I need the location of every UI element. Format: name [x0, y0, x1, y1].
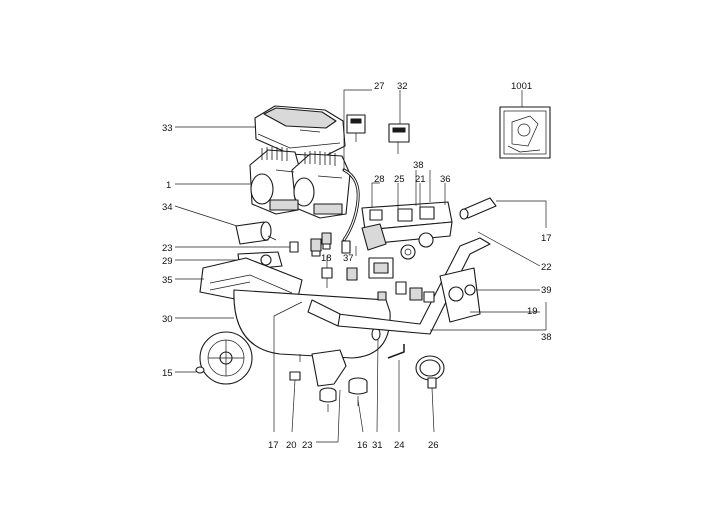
leader-lines [174, 89, 547, 443]
callout-31: 31 [372, 440, 383, 451]
callout-17-bottom: 17 [268, 440, 279, 451]
callout-labels: 33 1 34 23 29 35 30 15 27 32 1001 38 28 … [162, 81, 552, 451]
part-capacitor [235, 221, 277, 245]
part-pump-cover [254, 105, 346, 157]
callout-26: 26 [428, 440, 439, 451]
part-relay-32 [388, 123, 410, 154]
part-bracket [439, 267, 481, 323]
callout-24: 24 [394, 440, 405, 451]
callout-28: 28 [374, 174, 385, 185]
part-detail-inset-1001 [499, 106, 551, 159]
part-check-valve [321, 267, 333, 288]
callout-15: 15 [162, 368, 173, 379]
part-pressure-switch [368, 257, 394, 279]
callout-23-upper: 23 [162, 243, 173, 254]
callout-35: 35 [162, 275, 173, 286]
callout-32: 32 [397, 81, 408, 92]
callout-25: 25 [394, 174, 405, 185]
part-wheel [195, 331, 253, 385]
callout-16: 16 [357, 440, 368, 451]
callout-23-lower: 23 [302, 440, 313, 451]
callout-30: 30 [162, 314, 173, 325]
callout-34: 34 [162, 202, 173, 213]
callout-33: 33 [162, 123, 173, 134]
part-compressor-pump [249, 147, 351, 219]
part-power-cord [415, 355, 445, 389]
callout-27: 27 [374, 81, 385, 92]
part-hose-line [342, 168, 360, 242]
callout-1001: 1001 [511, 81, 532, 92]
callout-22: 22 [541, 262, 552, 273]
callout-39: 39 [541, 285, 552, 296]
part-foot-bracket [311, 349, 347, 387]
callout-17-right: 17 [541, 233, 552, 244]
part-bent-pipe [387, 344, 405, 359]
callout-20: 20 [286, 440, 297, 451]
callout-21: 21 [415, 174, 426, 185]
part-drain-valve [289, 371, 301, 381]
part-rubber-foot-2 [348, 377, 368, 406]
callout-18: 18 [321, 253, 332, 264]
callout-38-upper: 38 [413, 160, 424, 171]
part-relay-27 [346, 114, 366, 142]
callout-37: 37 [343, 253, 354, 264]
callout-19: 19 [527, 306, 538, 317]
part-handle-grip [459, 197, 497, 220]
part-control-panel [361, 201, 453, 260]
part-valve-fittings [377, 281, 435, 303]
callout-36: 36 [440, 174, 451, 185]
callout-1: 1 [166, 180, 171, 191]
part-rubber-foot-1 [319, 387, 337, 412]
callout-38-lower: 38 [541, 332, 552, 343]
callout-29: 29 [162, 256, 173, 267]
part-fitting-37 [341, 240, 358, 281]
